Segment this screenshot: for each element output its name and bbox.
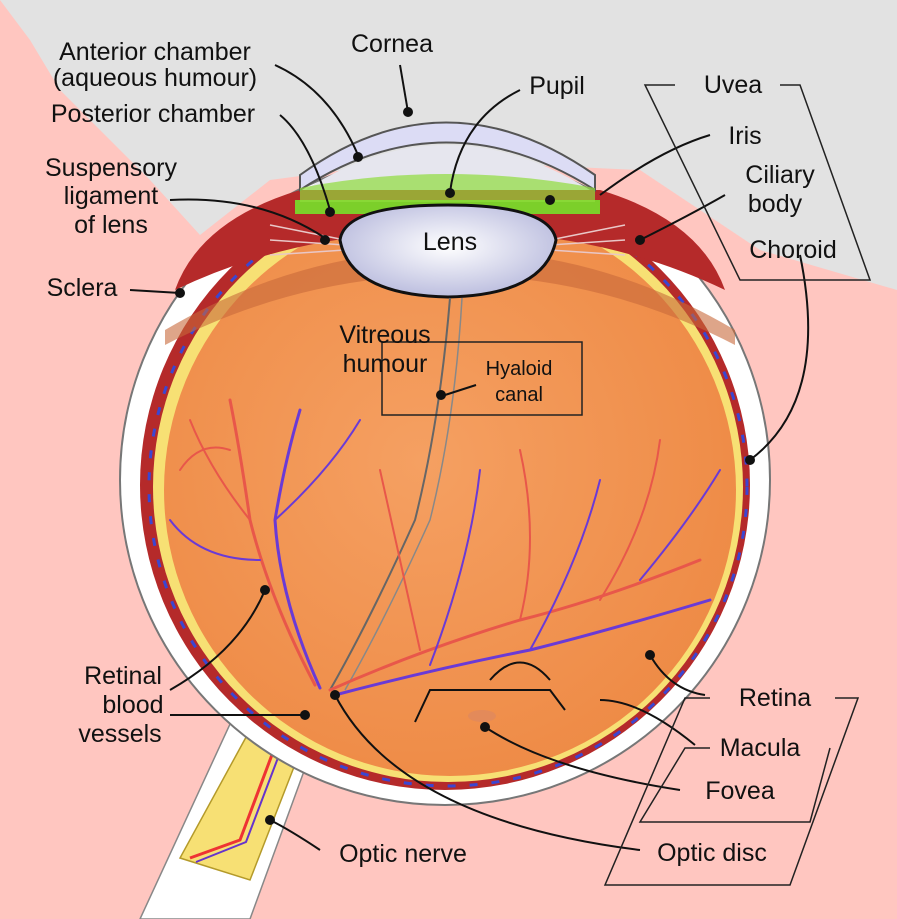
leader-lines: [129, 64, 810, 851]
ciliary-body: [175, 190, 725, 290]
label-hyaloid-1: Hyaloid: [486, 358, 553, 380]
label-suspensory-1: Suspensory: [45, 154, 178, 182]
label-fovea: Fovea: [705, 777, 775, 805]
label-suspensory-3: of lens: [74, 211, 148, 239]
label-ciliary-2: body: [748, 190, 803, 218]
label-uvea: Uvea: [704, 71, 762, 99]
label-macula: Macula: [720, 734, 801, 762]
label-anterior-chamber-1: Anterior chamber: [59, 38, 251, 66]
macula-bracket: [638, 747, 831, 823]
label-choroid: Choroid: [749, 236, 837, 264]
label-hyaloid-2: canal: [495, 384, 543, 406]
label-retinal-vessels-3: vessels: [78, 720, 161, 748]
label-suspensory-2: ligament: [64, 182, 159, 210]
label-anterior-chamber-2: (aqueous humour): [53, 64, 257, 92]
suspensory-ligament: [269, 224, 626, 256]
label-optic-disc: Optic disc: [657, 839, 767, 867]
hyaloid-canal: [329, 297, 451, 691]
label-vitreous-2: humour: [343, 350, 428, 378]
label-retinal-vessels-1: Retinal: [84, 662, 162, 690]
retinal-vessels: [169, 398, 721, 697]
retina-bracket: [603, 697, 860, 886]
lens: [338, 203, 558, 299]
hyaloid-bracket: [381, 341, 583, 416]
exterior-region: [0, 0, 897, 290]
fovea: [468, 710, 496, 722]
uvea-bracket: [643, 84, 872, 281]
label-vitreous-1: Vitreous: [339, 321, 430, 349]
label-lens: Lens: [423, 228, 477, 256]
label-retina: Retina: [739, 684, 811, 712]
ciliary-processes: [165, 250, 735, 345]
label-iris: Iris: [728, 122, 761, 150]
label-posterior-chamber: Posterior chamber: [51, 100, 255, 128]
label-dots: [175, 107, 755, 825]
label-pupil: Pupil: [529, 72, 585, 100]
labels: Anterior chamber (aqueous humour) Cornea…: [45, 30, 837, 868]
macula-arrow: [414, 689, 566, 723]
label-cornea: Cornea: [351, 30, 433, 58]
label-ciliary-1: Ciliary: [745, 161, 815, 189]
label-retinal-vessels-2: blood: [102, 691, 163, 719]
label-sclera: Sclera: [47, 274, 118, 302]
label-optic-nerve: Optic nerve: [339, 840, 467, 868]
